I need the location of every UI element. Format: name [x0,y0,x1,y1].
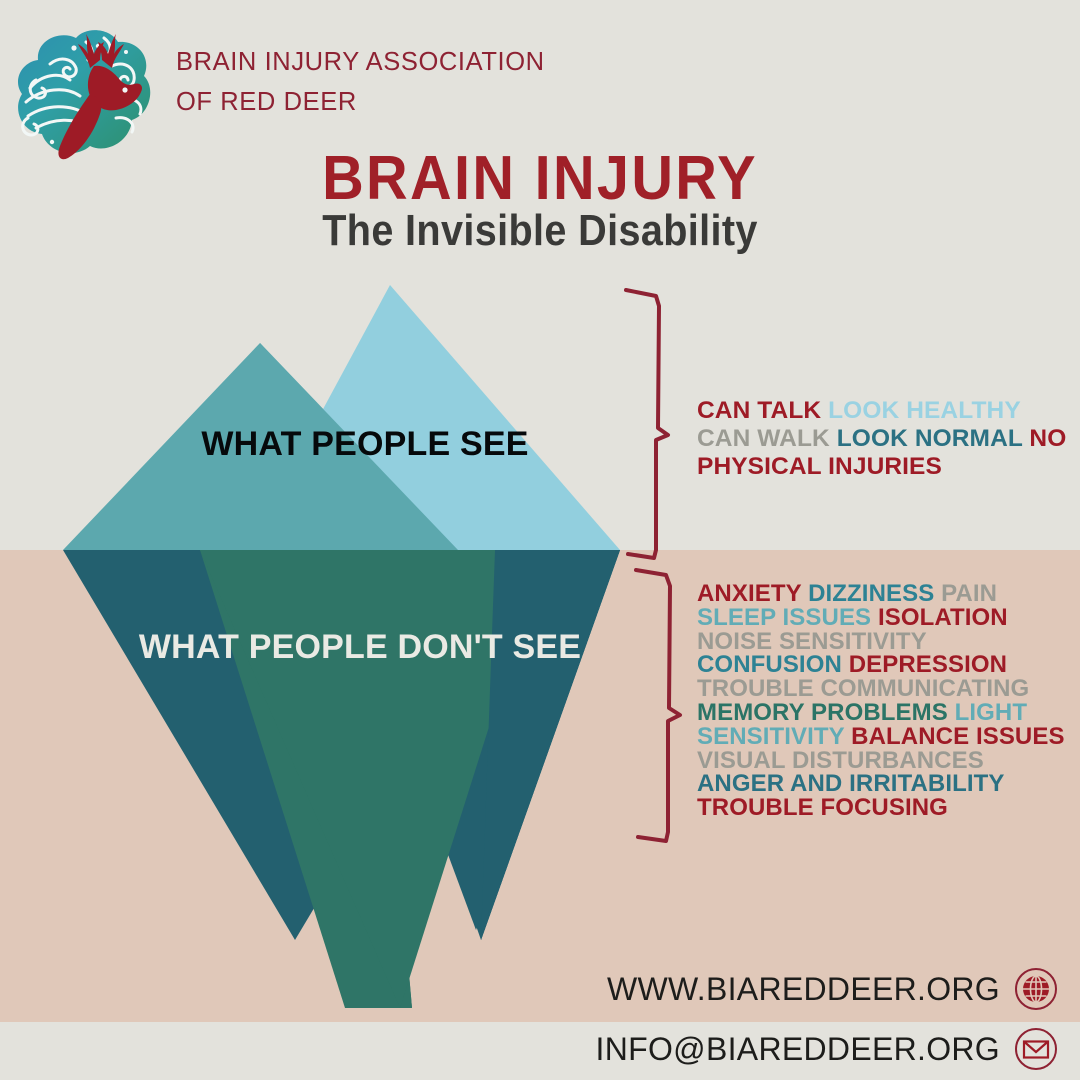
label-what-people-dont-see: WHAT PEOPLE DON'T SEE [138,628,582,666]
email-text[interactable]: INFO@BIAREDDEER.ORG [595,1030,1000,1067]
page-subtitle: The Invisible Disability [322,206,758,255]
visible-trait-4: NO PHYSICAL INJURIES [697,425,1067,480]
hidden-symptom-7: DEPRESSION [848,651,1008,679]
hidden-symptom-10: LIGHT SENSITIVITY [697,698,1028,750]
hidden-symptom-2: PAIN [941,580,998,607]
background-footer-band [0,1022,1080,1080]
hidden-symptom-9: MEMORY PROBLEMS [697,698,948,726]
hidden-symptom-6: CONFUSION [697,651,842,679]
hidden-symptom-3: SLEEP ISSUES [697,603,872,631]
hidden-symptom-0: ANXIETY [697,580,802,607]
brand-line-2: OF RED DEER [176,88,357,116]
label-what-people-see: WHAT PEOPLE SEE [201,425,529,463]
hidden-symptom-12: VISUAL DISTURBANCES [697,746,984,774]
brain-deer-logo-icon [8,22,160,162]
hidden-symptom-13: ANGER AND IRRITABILITY [697,770,1005,798]
brand-line-1: BRAIN INJURY ASSOCIATION [176,48,545,76]
visible-trait-1: LOOK HEALTHY [828,397,1021,424]
hidden-symptoms-list: ANXIETY DIZZINESS PAIN SLEEP ISSUES ISOL… [697,582,1069,820]
hidden-symptom-11: BALANCE ISSUES [851,722,1065,750]
visible-trait-3: LOOK NORMAL [836,425,1023,452]
page-title: BRAIN INJURY [322,144,758,213]
visible-trait-0: CAN TALK [697,397,822,424]
hidden-symptom-8: TROUBLE COMMUNICATING [697,675,1030,703]
website-row[interactable]: WWW.BIAREDDEER.ORG [607,967,1058,1011]
globe-icon[interactable] [1014,967,1058,1011]
hidden-symptom-5: NOISE SENSITIVITY [697,627,927,655]
brace-bottom [634,568,682,843]
envelope-icon[interactable] [1014,1027,1058,1071]
hidden-symptom-4: ISOLATION [877,603,1008,631]
hidden-symptom-1: DIZZINESS [808,580,935,607]
hidden-symptom-14: TROUBLE FOCUSING [697,794,948,822]
brace-top [624,288,670,560]
visible-trait-2: CAN WALK [697,425,830,452]
website-text[interactable]: WWW.BIAREDDEER.ORG [607,970,1000,1007]
email-row[interactable]: INFO@BIAREDDEER.ORG [596,1027,1058,1071]
visible-traits-list: CAN TALK LOOK HEALTHY CAN WALK LOOK NORM… [697,397,1069,481]
brand-name: BRAIN INJURY ASSOCIATION OF RED DEER [176,42,596,122]
